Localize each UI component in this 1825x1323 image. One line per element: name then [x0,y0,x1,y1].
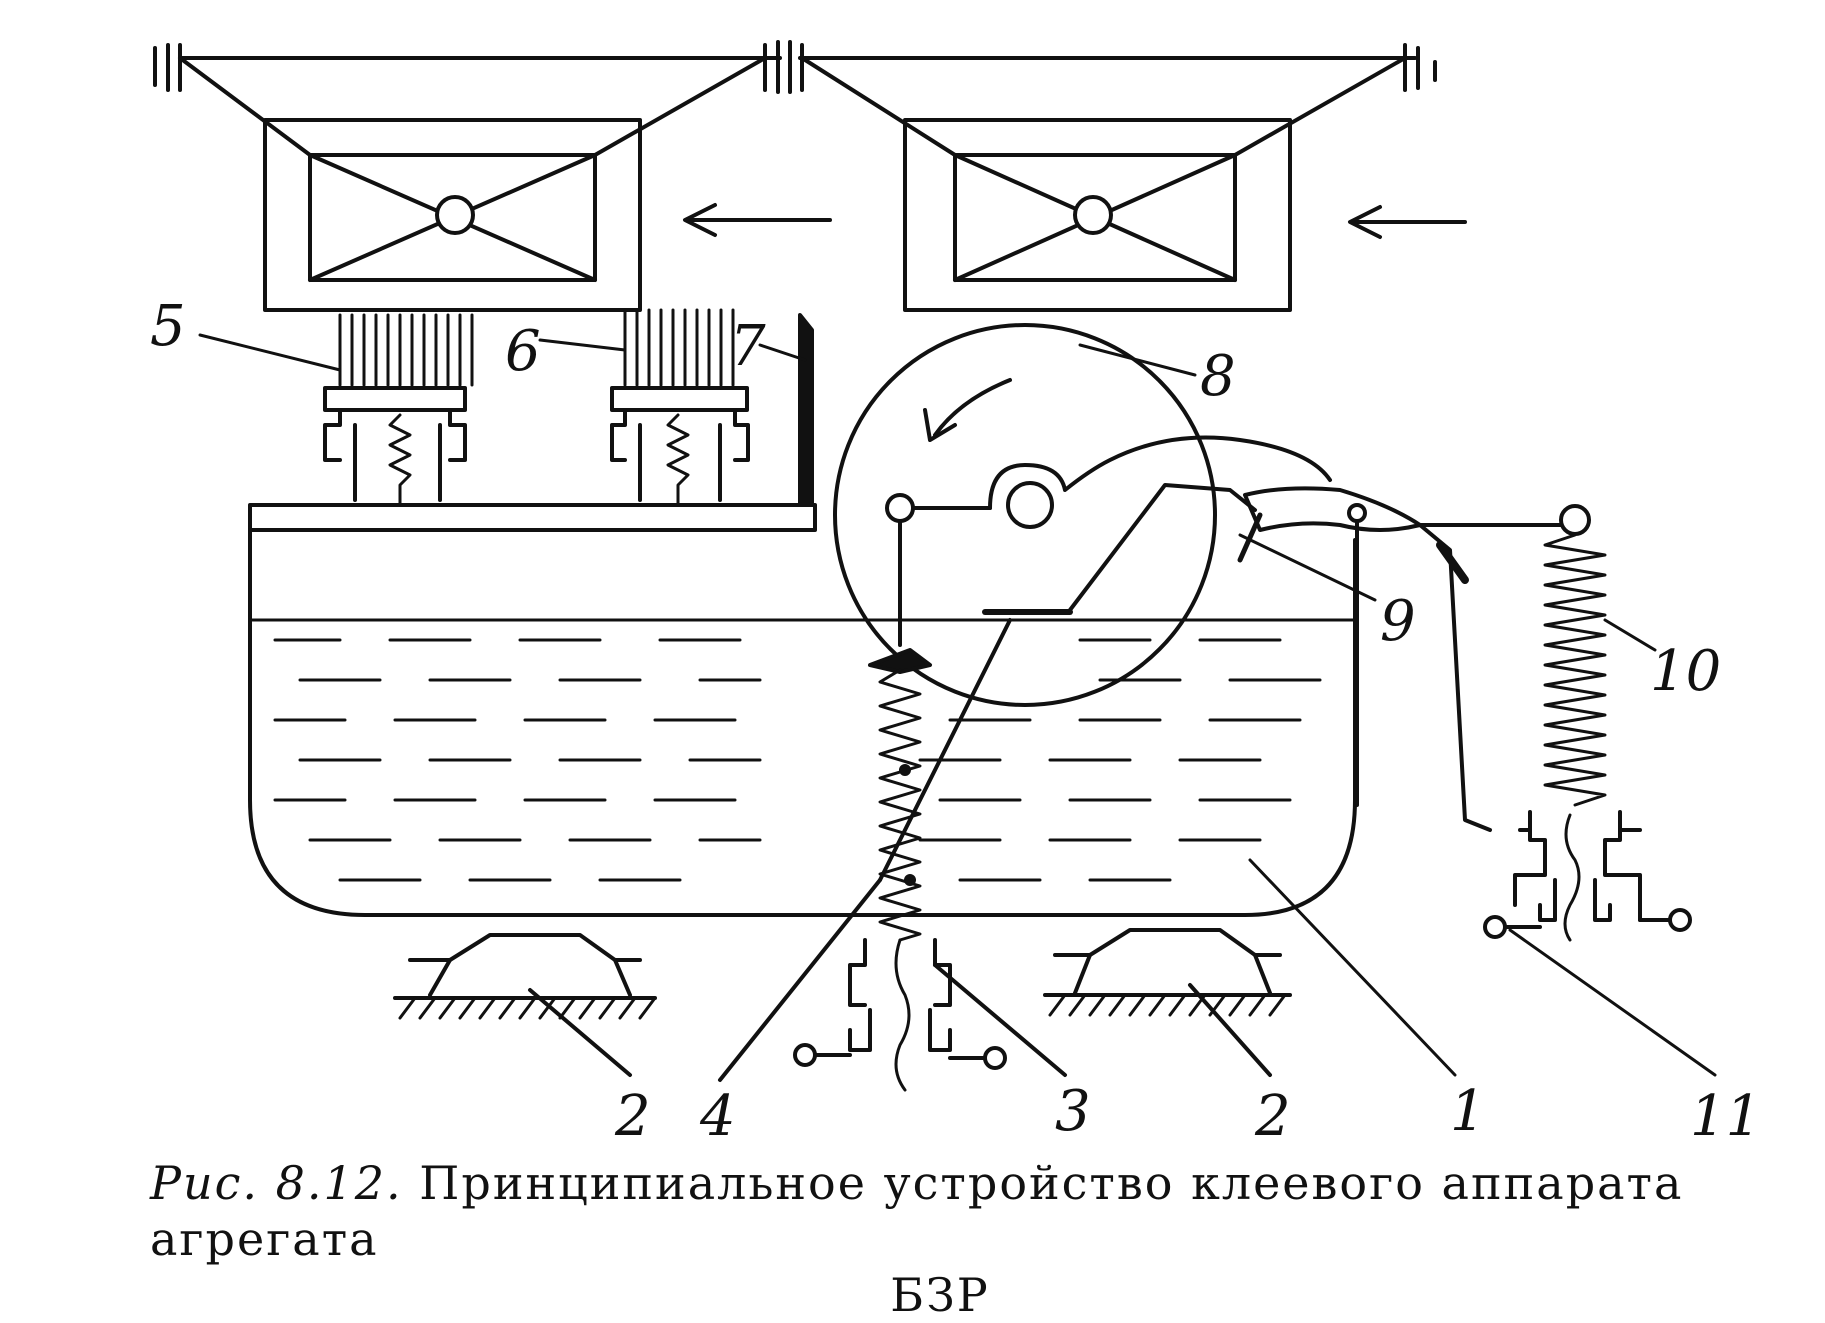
caption-text-line1: Принципиальное устройство клеевого аппар… [150,1156,1684,1266]
label-2-left: 2 [614,1084,651,1149]
figure-caption: Рис. 8.12. Принципиальное устройство кле… [150,1155,1770,1323]
label-8: 8 [1200,344,1236,409]
push-rod-4 [718,618,1012,1082]
label-5: 5 [150,294,186,359]
part-labels: 5 6 7 8 9 10 2 4 3 2 1 11 [150,294,1761,1149]
box-carrier-left [178,56,767,312]
conveyor-rail [153,40,1437,94]
label-11: 11 [1690,1084,1761,1149]
pivot-arm-9 [1237,486,1577,832]
caption-text-line2: БЗР [890,1268,990,1322]
spring-3 [868,648,932,942]
label-6: 6 [505,319,541,384]
label-10: 10 [1650,639,1721,704]
label-9: 9 [1380,589,1416,654]
diagram-canvas: 5 6 7 8 9 10 2 4 3 2 1 11 [150,40,1761,1149]
bottom-connector-center [793,938,1067,1092]
glue-liquid [273,638,1322,882]
roller-lever [885,435,1332,647]
glue-tank [248,503,1357,917]
glue-roller-8 [833,323,1217,707]
brush-6 [610,308,750,507]
electromagnet-11 [1483,810,1692,942]
leader-lines [198,333,1717,1077]
label-1: 1 [1450,1079,1486,1144]
movement-arrow-right [1348,205,1467,239]
movement-arrow-left [683,203,832,237]
scraper-7 [798,313,814,507]
label-4: 4 [699,1084,736,1149]
label-7: 7 [730,314,766,379]
foot-right [1043,928,1292,1077]
box-carrier-right [800,56,1407,312]
label-2-right: 2 [1254,1084,1291,1149]
foot-left [393,933,657,1077]
brush-5 [323,313,474,507]
figure-number: Рис. 8.12. [150,1156,403,1210]
spring-10 [1543,504,1607,807]
label-3: 3 [1055,1079,1091,1144]
